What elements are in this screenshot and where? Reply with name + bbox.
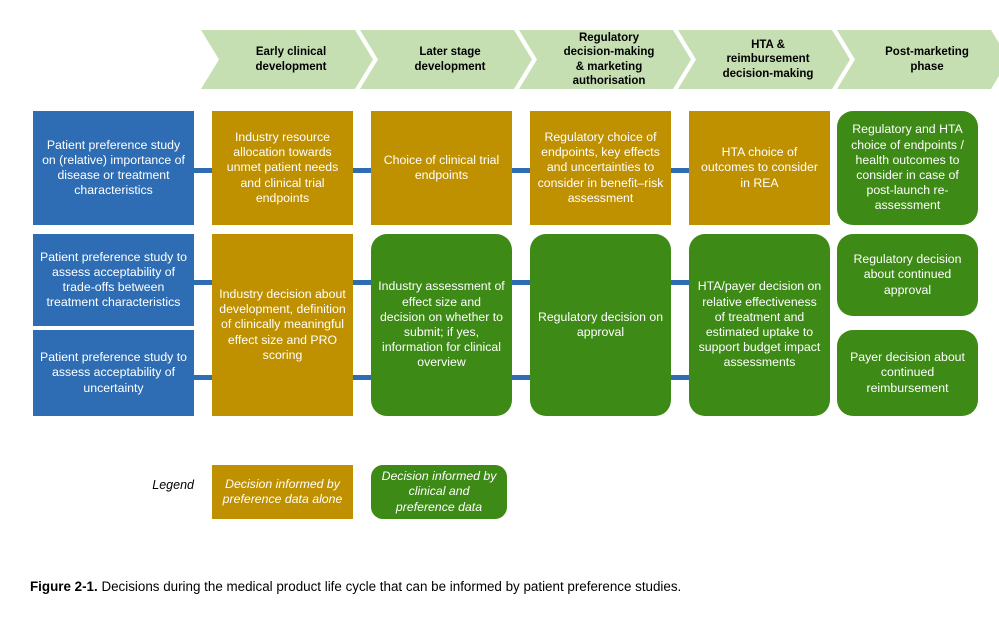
phase-chevron-regulatory-decision-making: Regulatory decision-making & marketing a…	[519, 30, 691, 89]
box-choice-of-clinical-trial-endpoints: Choice of clinical trial endpoints	[371, 111, 512, 225]
box-text: Industry resource allocation towards unm…	[226, 129, 339, 205]
phase-label-line: development	[255, 60, 327, 73]
box-text: Regulatory and HTA choice of endpoints /…	[851, 122, 964, 213]
connector-row1-col2-col3	[353, 168, 371, 173]
box-regulatory-choice-of-endpoints: Regulatory choice of endpoints, key effe…	[530, 111, 671, 225]
connector-row2-col2-col3	[353, 280, 371, 285]
connector-row1-col1-col2	[194, 168, 212, 173]
legend-swatch-clinical-and-preference-data: Decision informed by clinical and prefer…	[371, 465, 507, 519]
phase-label-line: Regulatory	[578, 31, 640, 44]
box-patient-preference-uncertainty: Patient preference study to assess accep…	[33, 330, 194, 416]
box-regulatory-decision-on-approval: Regulatory decision on approval	[530, 234, 671, 416]
connector-row3-col3-col4	[512, 375, 530, 380]
phase-label-line: Early clinical	[255, 46, 327, 59]
box-text: Patient preference study to assess accep…	[40, 350, 187, 395]
box-text: Payer decision about continued reimburse…	[850, 350, 965, 395]
box-text: Regulatory decision about continued appr…	[853, 252, 962, 297]
box-hta-choice-of-outcomes: HTA choice of outcomes to consider in RE…	[689, 111, 830, 225]
box-text: Industry decision about development, def…	[219, 286, 346, 362]
box-text: HTA/payer decision on relative effective…	[697, 279, 822, 370]
connector-row2-col1-col2	[194, 280, 212, 285]
phase-label-line: Later stage	[419, 46, 481, 59]
box-text: Patient preference study on (relative) i…	[42, 137, 185, 198]
connector-row3-col2-col3	[353, 375, 371, 380]
box-hta-payer-decision: HTA/payer decision on relative effective…	[689, 234, 830, 416]
phase-chevron-post-marketing-phase: Post-marketing phase	[837, 30, 999, 89]
legend-title: Legend	[152, 478, 194, 492]
connector-row1-col4-col5	[671, 168, 689, 173]
figure-number: Figure 2-1.	[30, 579, 98, 594]
box-text: Regulatory choice of endpoints, key effe…	[537, 129, 664, 205]
legend-swatch-text: Decision informed by preference data alo…	[222, 476, 343, 506]
phase-label-line: authorisation	[572, 74, 646, 87]
box-text: Patient preference study to assess accep…	[40, 249, 187, 310]
figure-caption-text: Decisions during the medical product lif…	[97, 579, 682, 594]
connector-row2-col3-col4	[512, 280, 530, 285]
phase-label-line: & marketing	[575, 60, 643, 73]
phase-label-line: decision-making	[563, 46, 655, 59]
box-text: Regulatory decision on approval	[537, 309, 664, 339]
phase-chevron-early-clinical-development: Early clinical development	[201, 30, 373, 89]
legend-swatch-preference-data-alone: Decision informed by preference data alo…	[212, 465, 353, 519]
connector-row3-col4-col5	[671, 375, 689, 380]
box-patient-preference-tradeoffs: Patient preference study to assess accep…	[33, 234, 194, 326]
figure-caption: Figure 2-1. Decisions during the medical…	[30, 578, 970, 595]
phase-chevron-hta-reimbursement: HTA & reimbursement decision-making	[678, 30, 850, 89]
connector-row1-col3-col4	[512, 168, 530, 173]
phase-label-line: HTA &	[751, 38, 785, 51]
box-industry-assessment-effect-size: Industry assessment of effect size and d…	[371, 234, 512, 416]
connector-row3-col1-col2	[194, 375, 212, 380]
box-payer-decision-continued-reimbursement: Payer decision about continued reimburse…	[837, 330, 978, 416]
box-patient-preference-importance: Patient preference study on (relative) i…	[33, 111, 194, 225]
phase-label-line: reimbursement	[726, 53, 810, 66]
box-industry-decision-development: Industry decision about development, def…	[212, 234, 353, 416]
phase-label-line: Post-marketing	[885, 46, 969, 59]
phase-label-line: decision-making	[722, 67, 814, 80]
box-regulatory-decision-continued-approval: Regulatory decision about continued appr…	[837, 234, 978, 316]
box-text: Choice of clinical trial endpoints	[383, 152, 500, 182]
phase-label-line: phase	[910, 60, 944, 73]
legend-swatch-text: Decision informed by clinical and prefer…	[381, 468, 497, 514]
box-regulatory-hta-choice-of-endpoints: Regulatory and HTA choice of endpoints /…	[837, 111, 978, 225]
phase-label-line: development	[414, 60, 486, 73]
box-text: HTA choice of outcomes to consider in RE…	[701, 145, 818, 190]
box-text: Industry assessment of effect size and d…	[378, 279, 505, 370]
phase-chevron-later-stage-development: Later stage development	[360, 30, 532, 89]
box-industry-resource-allocation: Industry resource allocation towards unm…	[212, 111, 353, 225]
connector-row2-col4-col5	[671, 280, 689, 285]
